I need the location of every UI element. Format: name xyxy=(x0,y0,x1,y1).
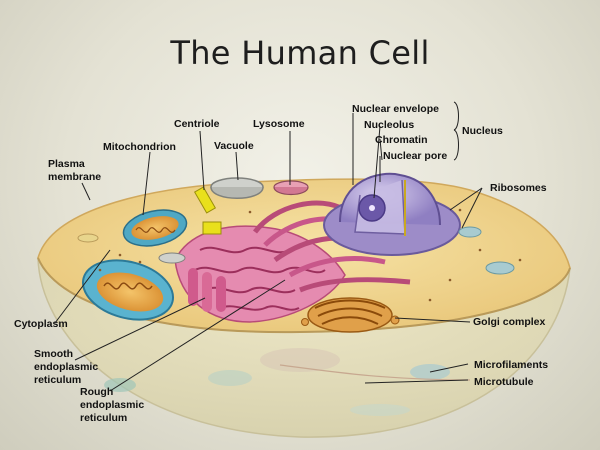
centriole xyxy=(193,186,222,235)
label-nucleus: Nucleus xyxy=(462,125,503,137)
golgi-complex xyxy=(301,297,400,333)
label-chromatin: Chromatin xyxy=(375,134,428,146)
nucleus xyxy=(323,172,461,256)
label-smooth-er-line1: Smooth xyxy=(34,348,74,360)
label-plasma-membrane-line2: membrane xyxy=(48,171,102,183)
label-cytoplasm: Cytoplasm xyxy=(14,318,68,330)
label-rough-er-line3: reticulum xyxy=(80,412,128,424)
label-vacuole: Vacuole xyxy=(214,140,254,152)
label-nucleolus: Nucleolus xyxy=(364,119,415,131)
label-lysosome: Lysosome xyxy=(253,118,305,130)
diagram-title: The Human Cell xyxy=(170,34,430,72)
label-centriole: Centriole xyxy=(174,118,220,130)
label-nuclear-envelope: Nuclear envelope xyxy=(352,103,439,115)
label-smooth-er-line2: endoplasmic xyxy=(34,361,99,373)
plasma-membrane-rim xyxy=(37,257,571,334)
label-microtubule: Microtubule xyxy=(474,376,534,388)
label-smooth-er-line3: reticulum xyxy=(34,374,82,386)
label-golgi-complex: Golgi complex xyxy=(473,316,546,328)
label-nuclear-pore: Nuclear pore xyxy=(383,150,448,162)
label-rough-er-line1: Rough xyxy=(80,386,114,398)
label-mitochondrion: Mitochondrion xyxy=(103,141,176,153)
label-microfilaments: Microfilaments xyxy=(474,359,549,371)
label-rough-er-line2: endoplasmic xyxy=(80,399,145,411)
label-plasma-membrane-line1: Plasma xyxy=(48,158,85,170)
label-ribosomes: Ribosomes xyxy=(490,182,547,194)
